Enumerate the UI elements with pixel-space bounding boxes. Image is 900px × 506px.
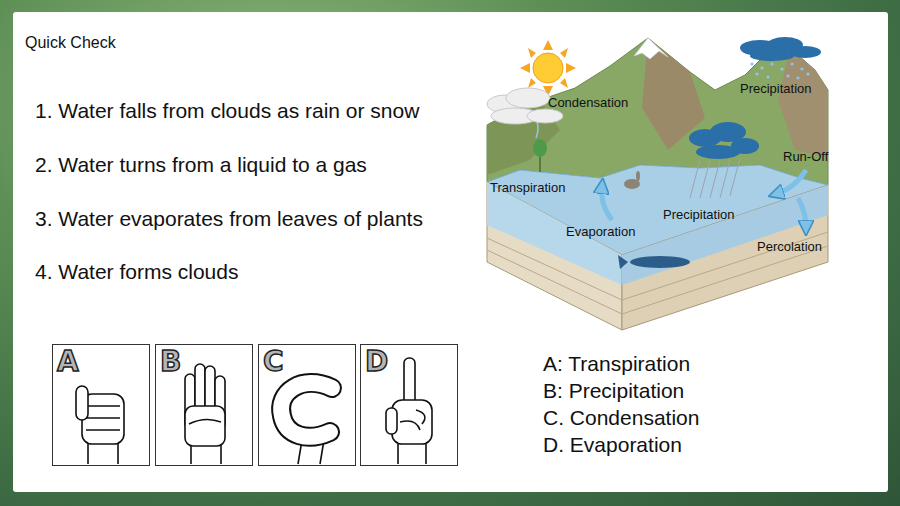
hand-sign-b (185, 364, 225, 464)
soil-face (622, 185, 828, 330)
sign-letter: D (361, 345, 388, 376)
answer-option: D. Evaporation (543, 433, 682, 457)
hand-sign-a (76, 386, 124, 464)
process-label: Percolation (757, 240, 822, 255)
hand-sign-d (386, 358, 432, 464)
plant (533, 118, 547, 172)
rain-cloud (689, 122, 759, 159)
sign-letter: C (259, 345, 284, 376)
question-item: 4. Water forms clouds (35, 260, 238, 284)
process-label: Precipitation (663, 208, 735, 223)
question-item: 2. Water turns from a liquid to a gas (35, 153, 367, 177)
answer-option: C. Condensation (543, 406, 699, 430)
soil-face (487, 182, 622, 330)
sign-box: A (52, 344, 150, 466)
water-face (622, 185, 828, 285)
hand-sign-c (281, 383, 332, 464)
question-item: 1. Water falls from clouds as rain or sn… (35, 99, 419, 123)
rain-cloud (740, 37, 821, 61)
process-label: Evaporation (566, 225, 635, 240)
process-label: Run-Off (783, 150, 828, 165)
soil-strata (487, 232, 828, 314)
mountain-shade (778, 48, 828, 158)
sign-box: B (155, 344, 253, 466)
process-label: Precipitation (740, 82, 812, 97)
precipitation-drops (750, 62, 809, 79)
answer-option: A: Transpiration (543, 352, 690, 376)
sign-letter: A (53, 345, 79, 376)
process-label: Condensation (548, 96, 628, 111)
cycle-arrow (602, 170, 806, 228)
sign-box: C (258, 344, 356, 466)
sign-box: D (360, 344, 458, 466)
whale (618, 255, 690, 269)
land (487, 38, 828, 185)
rabbit (624, 171, 640, 189)
answer-option: B: Precipitation (543, 379, 684, 403)
snow-cap (634, 38, 668, 59)
rain (690, 158, 740, 198)
question-item: 3. Water evaporates from leaves of plant… (35, 207, 423, 231)
sign-letter: B (156, 345, 181, 376)
process-label: Transpiration (490, 181, 565, 196)
slide-title: Quick Check (25, 34, 116, 52)
